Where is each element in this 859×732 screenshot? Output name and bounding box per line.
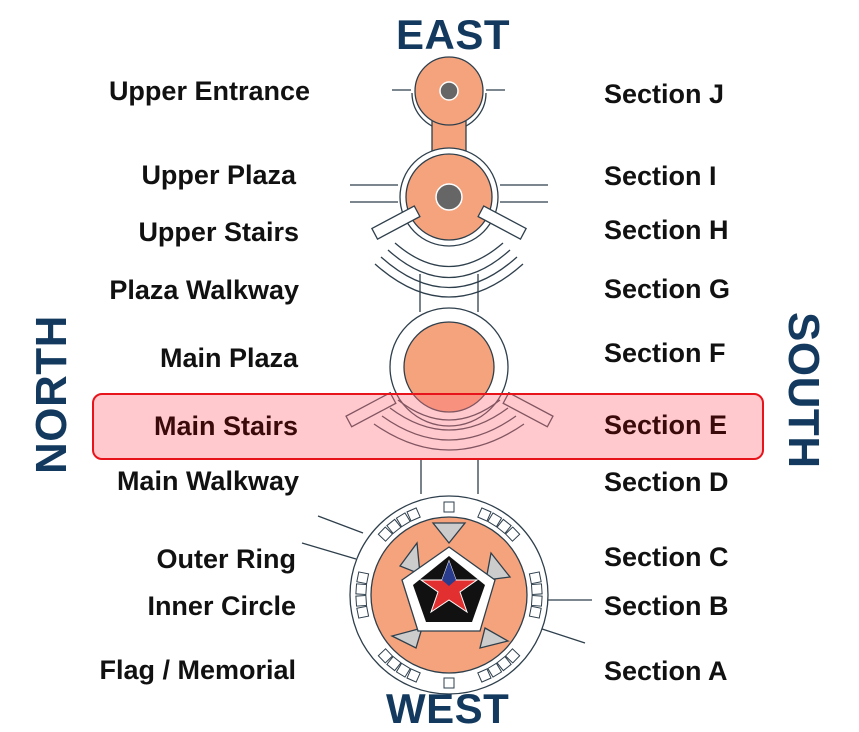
ring-box (477, 668, 492, 683)
upper-plaza (350, 147, 548, 247)
ring-box (487, 512, 503, 528)
ring-box (386, 655, 402, 672)
label-main-stairs: Main Stairs (153, 411, 298, 441)
label-section-i: Section I (604, 161, 717, 191)
ring-box (443, 677, 455, 689)
ring-box (496, 518, 512, 535)
label-section-f: Section F (604, 338, 726, 368)
direction-east: EAST (396, 11, 511, 58)
label-main-plaza: Main Plaza (159, 343, 298, 373)
ring-box (395, 662, 411, 678)
inner-circle-triangles (390, 522, 512, 649)
ring-box (530, 594, 543, 607)
ring-box (395, 512, 411, 528)
main-stairs (345, 391, 554, 451)
label-upper-entrance: Upper Entrance (108, 76, 310, 106)
label-outer-ring: Outer Ring (156, 544, 297, 574)
ring-box (355, 594, 368, 607)
ring-box (356, 571, 370, 585)
upper-stairs (371, 205, 527, 298)
label-section-a: Section A (604, 656, 728, 686)
label-main-walkway: Main Walkway (116, 466, 299, 496)
label-upper-plaza: Upper Plaza (141, 160, 296, 190)
ring-box (487, 662, 503, 678)
ring-box (355, 583, 368, 596)
label-section-d: Section D (604, 467, 729, 497)
ring-box (504, 526, 521, 542)
label-section-e: Section E (604, 410, 728, 440)
upper-entrance (392, 56, 505, 161)
ring-box (496, 655, 512, 672)
ring-box (477, 507, 492, 522)
label-section-h: Section H (604, 215, 729, 245)
ring-box (528, 605, 542, 619)
ring-box (377, 526, 394, 542)
ring-box (377, 648, 394, 664)
label-inner-circle: Inner Circle (147, 591, 296, 621)
ring-box (386, 518, 402, 535)
direction-west: WEST (386, 685, 510, 732)
ring-box (528, 571, 542, 585)
label-section-g: Section G (604, 274, 731, 304)
label-flag-memorial: Flag / Memorial (99, 655, 296, 685)
label-upper-stairs: Upper Stairs (138, 217, 299, 247)
ring-box (406, 507, 421, 522)
main-plaza (389, 307, 509, 427)
ring-box (530, 583, 543, 596)
ring-box (443, 501, 455, 513)
direction-north: NORTH (27, 315, 76, 474)
label-section-b: Section B (604, 591, 729, 621)
ring-box (406, 668, 421, 683)
ring-boxes (355, 501, 543, 689)
label-section-c: Section C (604, 542, 729, 572)
label-section-j: Section J (604, 79, 725, 109)
label-plaza-walkway: Plaza Walkway (109, 275, 299, 305)
ring-box (504, 648, 521, 664)
direction-south: SOUTH (779, 312, 828, 469)
ring-box (356, 605, 370, 619)
highlight-main-stairs (92, 393, 764, 460)
flag-memorial (401, 546, 496, 632)
